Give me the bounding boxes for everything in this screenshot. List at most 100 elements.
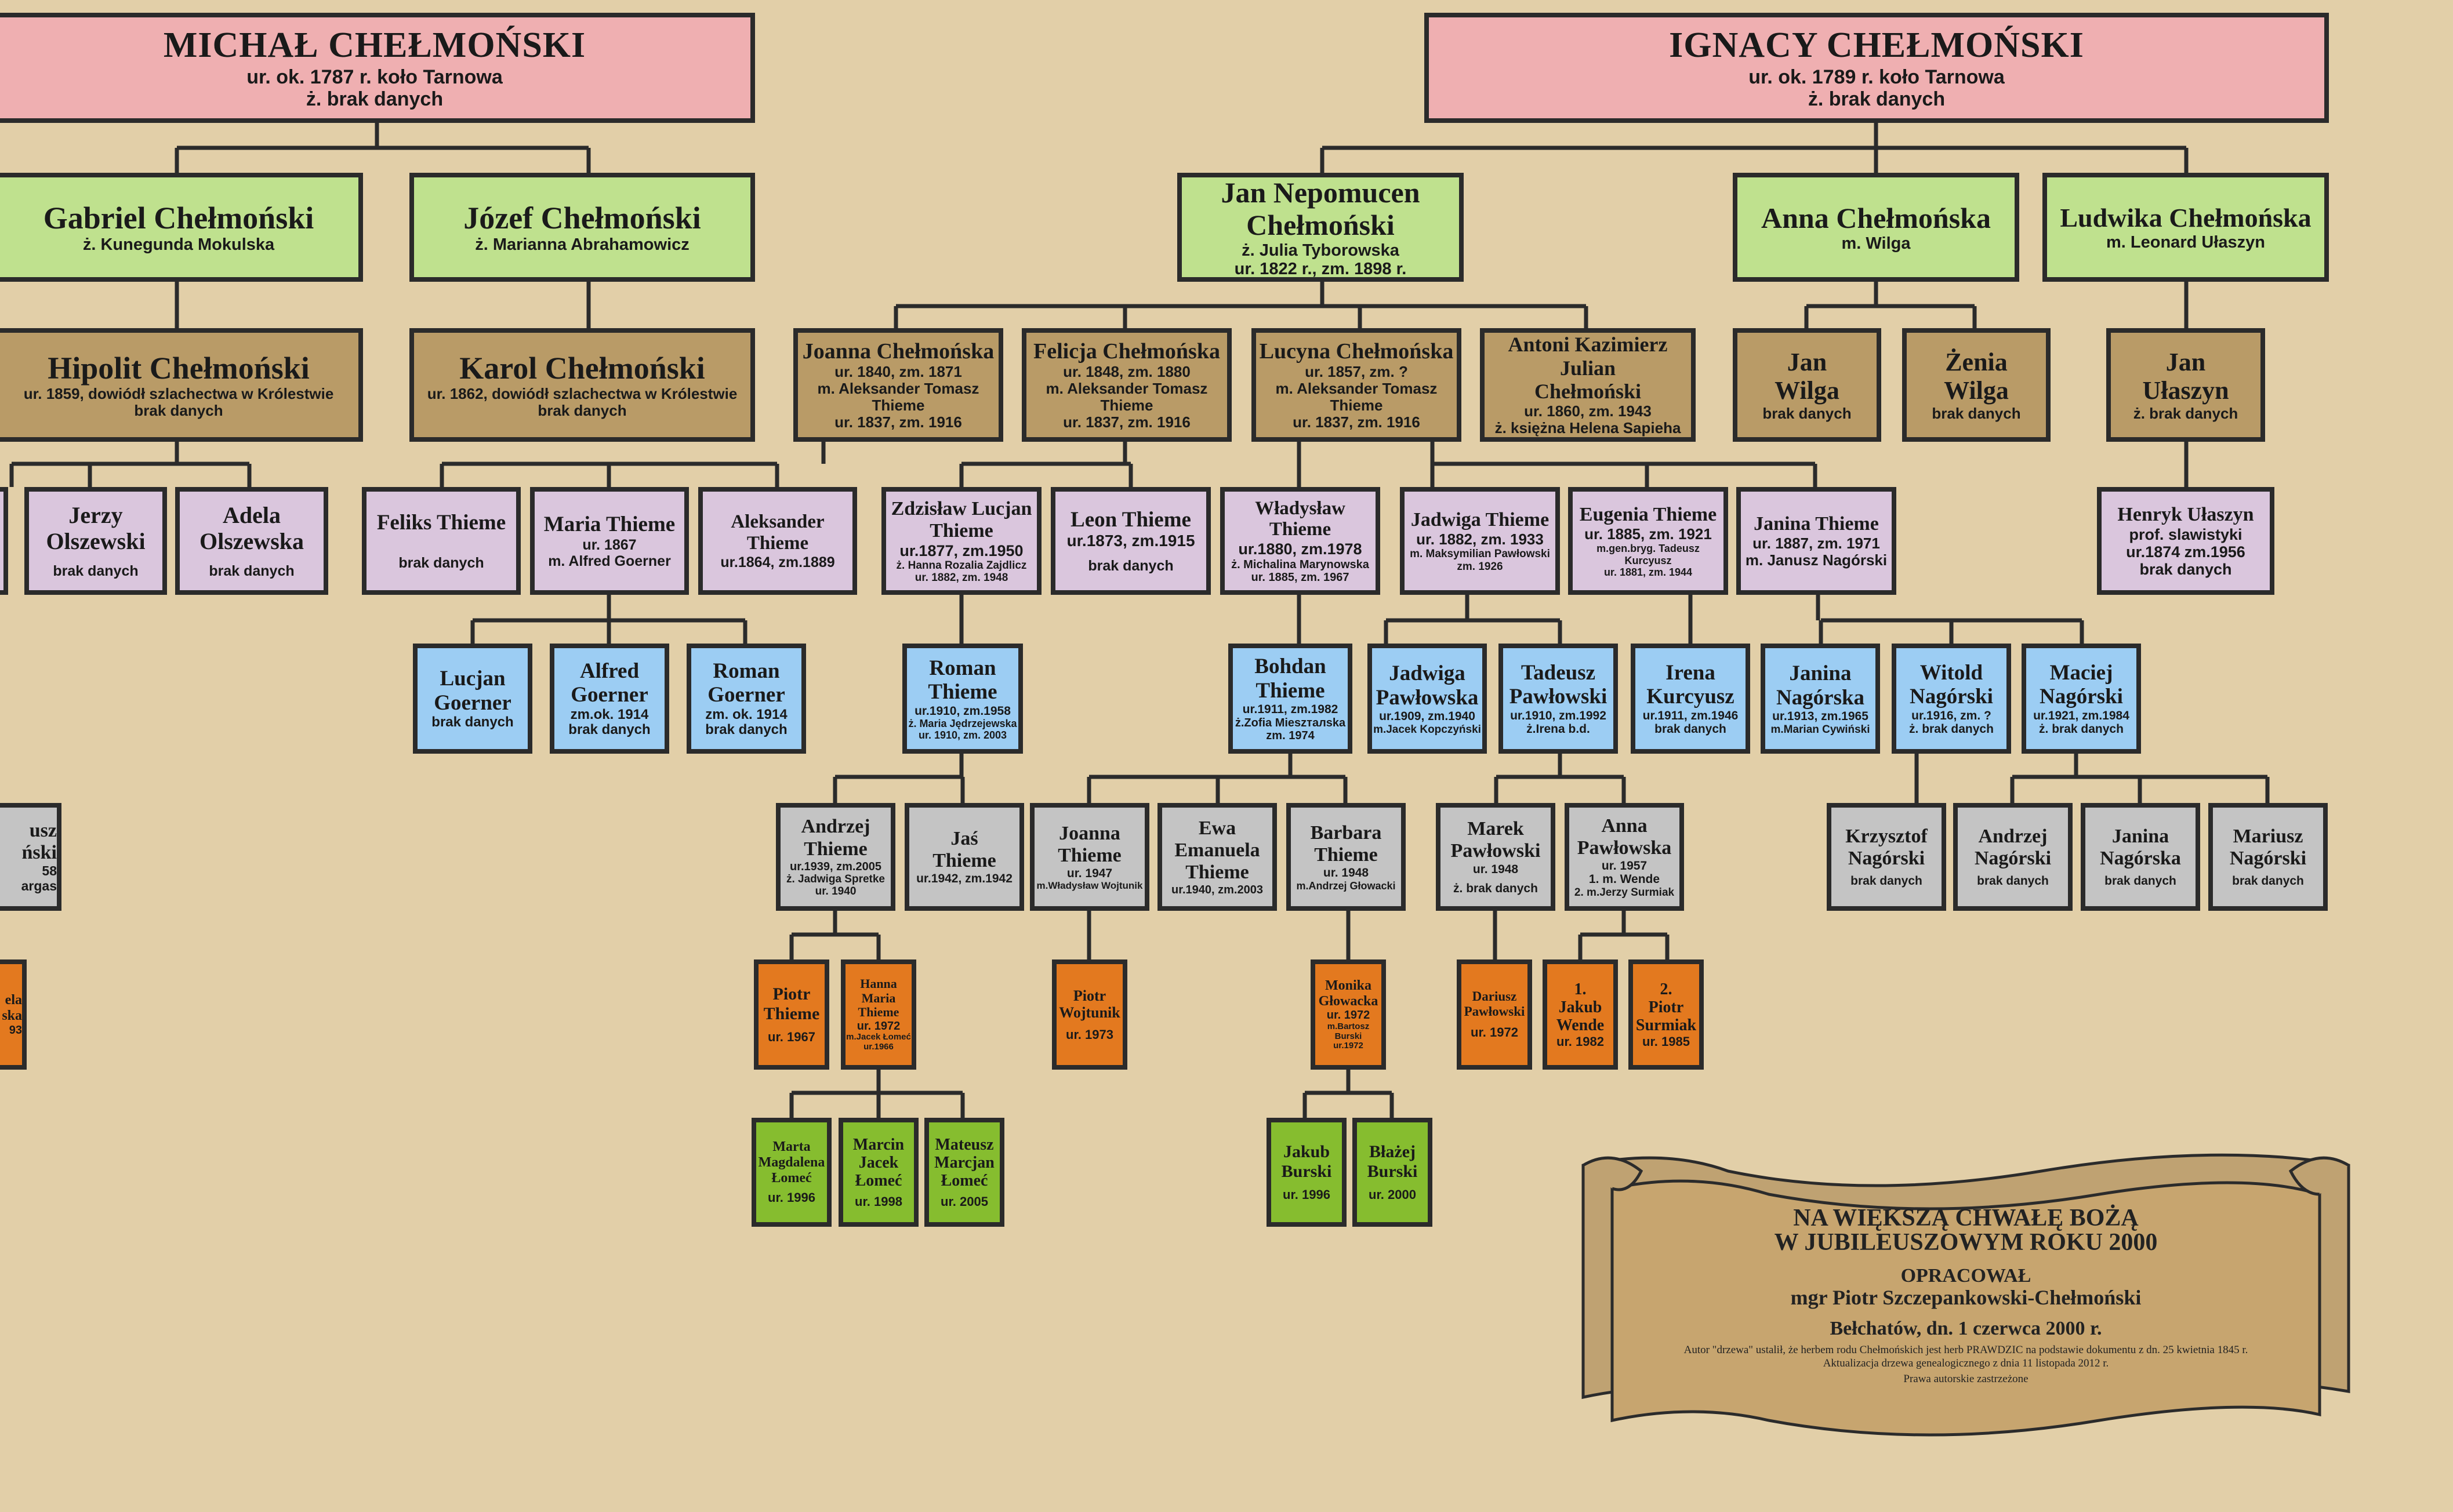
scroll-place-date: Bełchatów, dn. 1 czerwca 2000 r. [1830, 1317, 2102, 1339]
person-name: Henryk Ułaszyn [2117, 503, 2254, 525]
person-karol-chelmonski: Karol Chełmoński ur. 1862, dowiódł szlac… [409, 328, 755, 442]
person-witold-nagorski: Witold Nagórski ur.1916, zm. ? ż. brak d… [1892, 644, 2011, 754]
person-name: Barbara Thieme [1310, 822, 1382, 866]
person-detail: ur.1916, zm. ? [1911, 708, 1991, 722]
person-monika-glowacka: Monika Głowacka ur. 1972 m.Bartosz Bursk… [1311, 959, 1386, 1070]
person-gabriel-chelmonski: Gabriel Chełmoński ż. Kunegunda Mokulska [0, 173, 363, 282]
person-detail: ż. brak danych [2039, 722, 2124, 736]
person-name: Monika Głowacka [1318, 977, 1378, 1009]
person-jan-wilga: Jan Wilga brak danych [1733, 328, 1881, 442]
person-detail: ż. Julia Tyborowska [1242, 241, 1399, 260]
person-name: Tadeusz Pawłowski [1509, 661, 1607, 709]
person-blazej-burski: Błażej Burski ur. 2000 [1352, 1118, 1432, 1227]
person-detail: m.Jacek Łomeć [846, 1032, 911, 1042]
person-ignacy-chelmonski: IGNACY CHEŁMOŃSKI ur. ok. 1789 r. koło T… [1424, 13, 2329, 123]
person-krzysztof-nagorski: Krzysztof Nagórski brak danych [1827, 803, 1946, 911]
person-name: Marek Pawłowski [1450, 818, 1541, 862]
person-detail: 1. m. Wende [1588, 873, 1660, 886]
scroll-heading-2: W JUBILEUSZOWYM ROKU 2000 [1774, 1229, 2158, 1256]
person-name: Antoni Kazimierz Julian Chełmoński [1508, 333, 1668, 404]
person-detail: ur. 1848, zm. 1880 [1063, 363, 1191, 381]
person-henryk-ulaszyn: Henryk Ułaszyn prof. slawistyki ur.1874 … [2097, 487, 2274, 595]
person-detail: ur. 1881, zm. 1944 [1603, 566, 1693, 578]
person-detail: m. Aleksander Tomasz Thieme [817, 380, 979, 415]
person-andrzej-thieme: Andrzej Thieme ur.1939, zm.2005 ż. Jadwi… [776, 803, 895, 911]
person-name: Janina Thieme [1754, 513, 1879, 535]
person-detail: ur. ok. 1787 r. koło Tarnowa [246, 66, 503, 88]
person-detail: zm. 1974 [1266, 729, 1315, 743]
person-name: Joanna Thieme [1058, 822, 1122, 866]
person-name: Władysław Thieme [1255, 497, 1345, 540]
person-detail: ż. brak danych [1453, 882, 1538, 896]
person-detail: ur.1972 [1333, 1041, 1363, 1051]
person-detail: ur. 1996 [768, 1190, 815, 1205]
person-detail: ur. 1882, zm. 1933 [1416, 530, 1544, 548]
person-marta-lomec: Marta Magdalena Łomeć ur. 1996 [752, 1118, 832, 1227]
person-feliks-thieme: Feliks Thieme brak danych [362, 487, 521, 595]
person-name: Bohdan Thieme [1254, 655, 1326, 703]
person-detail: ż. Michalina Marynowska [1231, 558, 1369, 571]
person-name: Jadwiga Thieme [1410, 509, 1550, 531]
person-detail: ur. 1837, zm. 1916 [1293, 413, 1420, 431]
person-detail: zm.ok. 1914 [570, 706, 649, 722]
person-name: Janina Nagórska [2100, 826, 2181, 870]
person-name: Maria Thieme [543, 513, 676, 537]
person-detail: ż. brak danych [1808, 88, 1946, 110]
person-hanna-thieme: Hanna Maria Thieme ur. 1972 m.Jacek Łome… [841, 959, 916, 1070]
person-detail: brak danych [431, 714, 514, 730]
person-detail: m. Aleksander Tomasz Thieme [1275, 380, 1438, 415]
person-detail: m.gen.bryg. Tadeusz Kurcyusz [1596, 543, 1700, 566]
person-detail: ur. 1972 [1471, 1025, 1518, 1040]
person-anna-chelmonska: Anna Chełmońska m. Wilga [1733, 173, 2019, 282]
person-name: usz ński [21, 820, 57, 864]
person-detail: m.Andrzej Głowacki [1296, 879, 1396, 892]
person-name: Jan Nepomucen Chełmoński [1221, 176, 1420, 241]
person-roman-thieme: Roman Thieme ur.1910, zm.1958 ż. Maria J… [902, 644, 1023, 754]
person-detail: ur. ok. 1789 r. koło Tarnowa [1748, 66, 2005, 88]
person-name: Karol Chełmoński [459, 350, 705, 386]
person-mateusz-lomec: Mateusz Marcjan Łomeć ur. 2005 [924, 1118, 1004, 1227]
person-detail: ur. 1982 [1556, 1034, 1604, 1049]
person-detail: ur. 1857, zm. ? [1305, 363, 1408, 381]
person-detail: ż.Irena b.d. [1526, 722, 1590, 736]
person-jan-nepomucen-chelmonski: Jan Nepomucen Chełmoński ż. Julia Tyboro… [1177, 173, 1464, 282]
person-detail: ur. 1885, zm. 1921 [1584, 525, 1712, 543]
person-jas-thieme: Jaś Thieme ur.1942, zm.1942 [905, 803, 1024, 911]
person-detail: ur. 1947 [1066, 866, 1113, 880]
person-detail: brak danych [1977, 874, 2049, 888]
person-detail: brak danych [568, 722, 651, 738]
person-detail: brak danych [2104, 874, 2176, 888]
person-name: Roman Thieme [928, 656, 997, 704]
person-janina-thieme: Janina Thieme ur. 1887, zm. 1971 m. Janu… [1736, 487, 1896, 595]
person-name: Jadwiga Pawłowska [1376, 662, 1479, 710]
person-detail: ż. Maria Jędrzejewska [908, 718, 1017, 730]
person-detail: ur. 1867 [582, 536, 637, 553]
person-hipolit-chelmonski: Hipolit Chełmoński ur. 1859, dowiódł szl… [0, 328, 363, 442]
person-alfred-goerner: Alfred Goerner zm.ok. 1914 brak danych [550, 644, 669, 754]
person-detail: ur.1940, zm.2003 [1171, 883, 1263, 896]
person-partial-orange: ela ska 93 [0, 959, 27, 1070]
person-detail: ż.Zofia Mieszталska [1235, 716, 1346, 729]
person-name: Anna Chełmońska [1761, 201, 1991, 234]
person-detail: ur. 1862, dowiódł szlachectwa w Królestw… [427, 385, 738, 403]
person-detail: ur.1913, zm.1965 [1772, 710, 1868, 724]
person-lucyna-chelmonska: Lucyna Chełmońska ur. 1857, zm. ? m. Ale… [1251, 328, 1461, 442]
person-detail: 93 [9, 1023, 22, 1037]
person-barbara-thieme: Barbara Thieme ur. 1948 m.Andrzej Głowac… [1286, 803, 1406, 911]
person-name: Marta Magdalena Łomeć [758, 1139, 825, 1186]
person-maria-thieme: Maria Thieme ur. 1867 m. Alfred Goerner [530, 487, 689, 595]
person-lucjan-goerner: Lucjan Goerner brak danych [413, 644, 532, 754]
person-detail: ur.1942, zm.1942 [916, 872, 1013, 886]
person-detail: brak danych [1762, 404, 1852, 422]
person-detail: ur. 1948 [1472, 862, 1519, 876]
person-name: Anna Pawłowska [1577, 815, 1672, 859]
person-detail: ur. 1996 [1283, 1187, 1330, 1202]
person-detail: ur.1910, zm.1958 [915, 704, 1011, 718]
person-detail: brak danych [1654, 722, 1726, 736]
person-detail: zm. ok. 1914 [705, 706, 788, 722]
person-name: Mariusz Nagórski [2229, 826, 2307, 870]
person-detail: ur. 1860, zm. 1943 [1524, 402, 1652, 420]
person-detail: ur. 1859, dowiódł szlachectwa w Królestw… [23, 385, 334, 403]
scroll-banner [1581, 1153, 2350, 1437]
